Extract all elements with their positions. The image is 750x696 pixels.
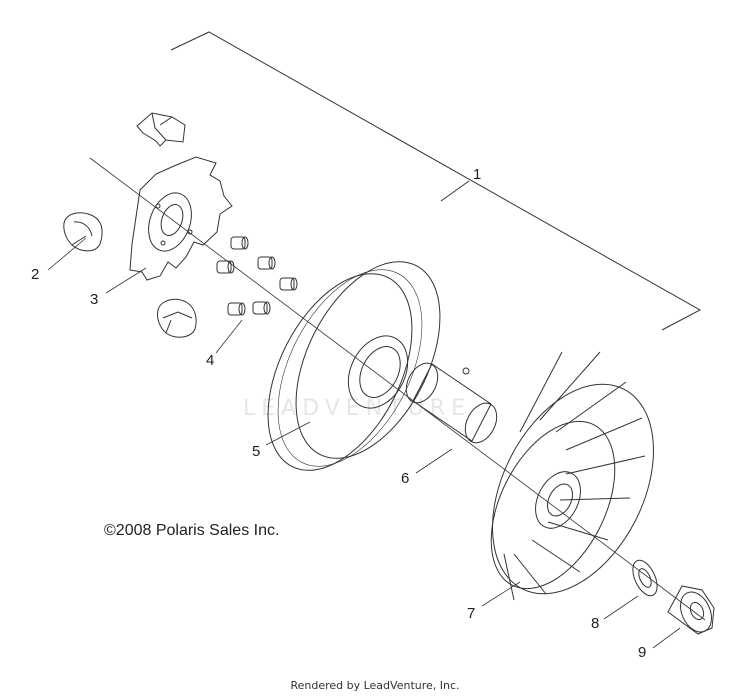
part-2-cap — [63, 212, 103, 252]
callout-4: 4 — [206, 352, 215, 369]
callout-3: 3 — [90, 291, 99, 308]
callout-5: 5 — [252, 443, 261, 460]
part-8-washer — [632, 559, 658, 597]
part-5-sheave — [267, 261, 441, 471]
copyright-notice: ©2008 Polaris Sales Inc. — [104, 522, 280, 539]
part-slipper-bottom — [157, 298, 197, 338]
leader-lines — [47, 237, 681, 649]
callout-8: 8 — [591, 615, 600, 632]
part-4-rollers — [216, 236, 298, 316]
part-3-spider-plate — [129, 156, 233, 281]
part-7-fan-sheave — [490, 351, 654, 601]
assembly-axis — [89, 157, 706, 621]
part-6-bushing — [405, 362, 498, 444]
rendered-by-footer: Rendered by LeadVenture, Inc. — [290, 679, 460, 692]
callout-7: 7 — [467, 605, 476, 622]
callout-6: 6 — [401, 470, 410, 487]
callout-2: 2 — [31, 266, 40, 283]
part-slipper-top — [136, 112, 186, 147]
callout-9: 9 — [638, 644, 647, 661]
part-9-flange-nut — [667, 585, 715, 635]
callout-1: 1 — [473, 166, 482, 183]
assembly-bracket — [170, 31, 702, 331]
